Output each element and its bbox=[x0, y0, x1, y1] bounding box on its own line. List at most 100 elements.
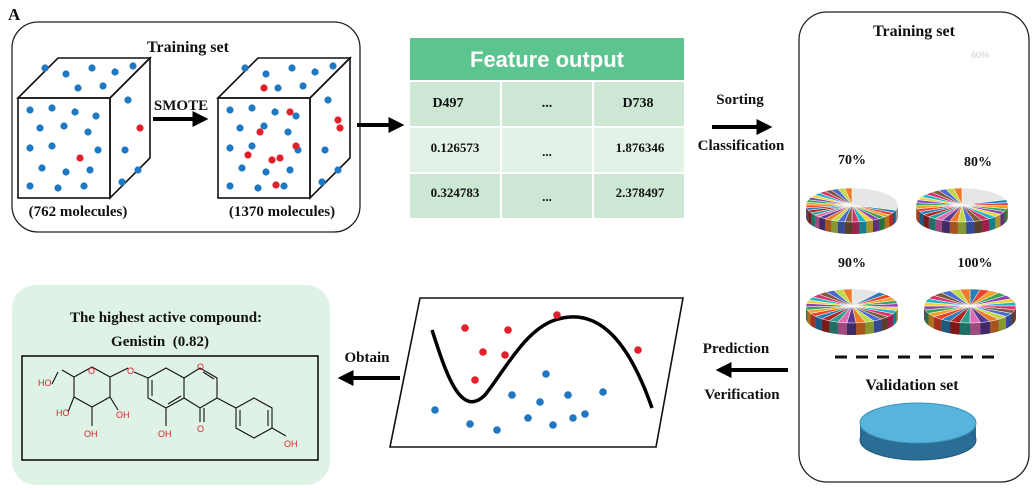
majority-sample-dot bbox=[71, 108, 79, 116]
pie-slice bbox=[844, 187, 853, 206]
feature-output-table: Feature output D497 ... D738 0.126573 ..… bbox=[410, 38, 684, 218]
pie-side-segment bbox=[989, 216, 996, 231]
compound-name: Genistin (0.82) bbox=[111, 334, 209, 350]
pie-side-segment bbox=[859, 221, 867, 234]
pie-side-segment bbox=[810, 313, 816, 329]
pie-side-segment bbox=[924, 306, 926, 322]
majority-sample-dot bbox=[241, 64, 249, 72]
minority-sample-dot bbox=[76, 154, 84, 162]
pie-side-segment bbox=[852, 221, 860, 234]
pie-slice bbox=[959, 288, 971, 307]
pie-side-segment bbox=[974, 220, 982, 234]
pie-side-segment bbox=[980, 321, 990, 335]
pie-side-segment bbox=[934, 316, 942, 332]
atom-oh: OH bbox=[84, 429, 98, 439]
inactive-sample-dot bbox=[466, 420, 474, 428]
classification-plane bbox=[389, 297, 684, 448]
pie-side-segment bbox=[884, 214, 890, 230]
pie-side-segment bbox=[966, 221, 975, 234]
validation-set-label: Validation set bbox=[865, 377, 959, 394]
training-set-title: Training set bbox=[147, 39, 230, 56]
atom-ho: HO bbox=[56, 408, 70, 418]
compound-panel: The highest active compound: Genistin (0… bbox=[12, 285, 330, 485]
pie-side-segment bbox=[879, 217, 885, 231]
pie-side-segment bbox=[917, 208, 920, 224]
pie-side-segment bbox=[872, 218, 880, 233]
sorting-label: Sorting bbox=[716, 92, 764, 108]
table-cell: 0.324783 bbox=[431, 185, 480, 200]
cube-before bbox=[16, 56, 152, 200]
atom-ho: HO bbox=[38, 378, 52, 388]
majority-sample-dot bbox=[62, 168, 70, 176]
inactive-sample-dot bbox=[542, 370, 550, 378]
majority-sample-dot bbox=[280, 182, 288, 190]
pie-side-segment bbox=[949, 221, 958, 234]
pie-side-segment bbox=[941, 319, 951, 334]
table-cell: 0.126573 bbox=[431, 140, 480, 155]
pie-side-segment bbox=[806, 306, 808, 323]
table-cell: ... bbox=[542, 189, 552, 204]
inactive-sample-dot bbox=[581, 410, 589, 418]
table-cell: 1.876346 bbox=[616, 140, 665, 155]
majority-sample-dot bbox=[248, 142, 256, 150]
pie-side-segment bbox=[806, 205, 807, 220]
pie-side-segment bbox=[856, 322, 866, 335]
pie-side-segment bbox=[989, 319, 999, 334]
table-header-cell: D497 bbox=[432, 96, 463, 111]
pie-side-segment bbox=[808, 210, 812, 225]
majority-sample-dot bbox=[99, 82, 107, 90]
pie-side-segment bbox=[925, 309, 929, 326]
table-header-cell: D738 bbox=[622, 96, 653, 111]
atom-o: O bbox=[197, 424, 204, 434]
pie-side-segment bbox=[815, 316, 822, 331]
pie-70 bbox=[805, 187, 899, 234]
smote-label: SMOTE bbox=[154, 98, 208, 114]
inactive-sample-dot bbox=[508, 391, 516, 399]
pie-side-segment bbox=[806, 207, 809, 223]
active-sample-dot bbox=[504, 326, 512, 334]
prediction-label: Prediction bbox=[703, 341, 770, 357]
pie-side-segment bbox=[919, 211, 924, 227]
pie-side-segment bbox=[892, 210, 896, 225]
majority-sample-dot bbox=[226, 182, 234, 190]
pie-side-segment bbox=[819, 217, 825, 231]
majority-sample-dot bbox=[334, 166, 342, 174]
table-cell: 2.378497 bbox=[616, 185, 665, 200]
active-sample-dot bbox=[479, 348, 487, 356]
before-count-label: (762 molecules) bbox=[29, 204, 128, 220]
training-set-box: Training set (762 molecules) SMOTE (1370… bbox=[11, 21, 361, 233]
pie-side-segment bbox=[866, 220, 873, 234]
majority-sample-dot bbox=[260, 122, 268, 130]
majority-sample-dot bbox=[111, 68, 119, 76]
majority-sample-dot bbox=[124, 96, 132, 104]
majority-sample-dot bbox=[321, 146, 329, 154]
synthetic-sample-dot bbox=[286, 108, 294, 116]
inactive-sample-dot bbox=[564, 391, 572, 399]
inactive-sample-dot bbox=[599, 388, 607, 396]
pie-side-segment bbox=[1005, 313, 1012, 329]
pie-label-90: 90% bbox=[838, 256, 866, 271]
pie-side-segment bbox=[814, 214, 820, 230]
majority-sample-dot bbox=[271, 108, 279, 116]
active-sample-dot bbox=[501, 351, 509, 359]
majority-sample-dot bbox=[262, 70, 270, 78]
pie-side-segment bbox=[1014, 306, 1016, 322]
pie-side-segment bbox=[957, 221, 967, 234]
inactive-sample-dot bbox=[524, 414, 532, 422]
active-sample-dot bbox=[634, 346, 642, 354]
training-validation-panel: Training set 60% 70% 80% 90% 100% Valida… bbox=[798, 11, 1030, 483]
pie-side-segment bbox=[928, 216, 935, 231]
pie-side-segment bbox=[844, 221, 852, 234]
classification-label: Classification bbox=[698, 138, 785, 154]
synthetic-sample-dot bbox=[292, 142, 300, 150]
majority-sample-dot bbox=[329, 62, 337, 70]
majority-sample-dot bbox=[262, 168, 270, 176]
pie-side-segment bbox=[916, 205, 918, 221]
pie-side-segment bbox=[846, 322, 857, 335]
majority-sample-dot bbox=[41, 64, 49, 72]
minority-sample-dot bbox=[336, 124, 344, 132]
majority-sample-dot bbox=[38, 164, 46, 172]
majority-sample-dot bbox=[92, 112, 100, 120]
inactive-sample-dot bbox=[536, 398, 544, 406]
